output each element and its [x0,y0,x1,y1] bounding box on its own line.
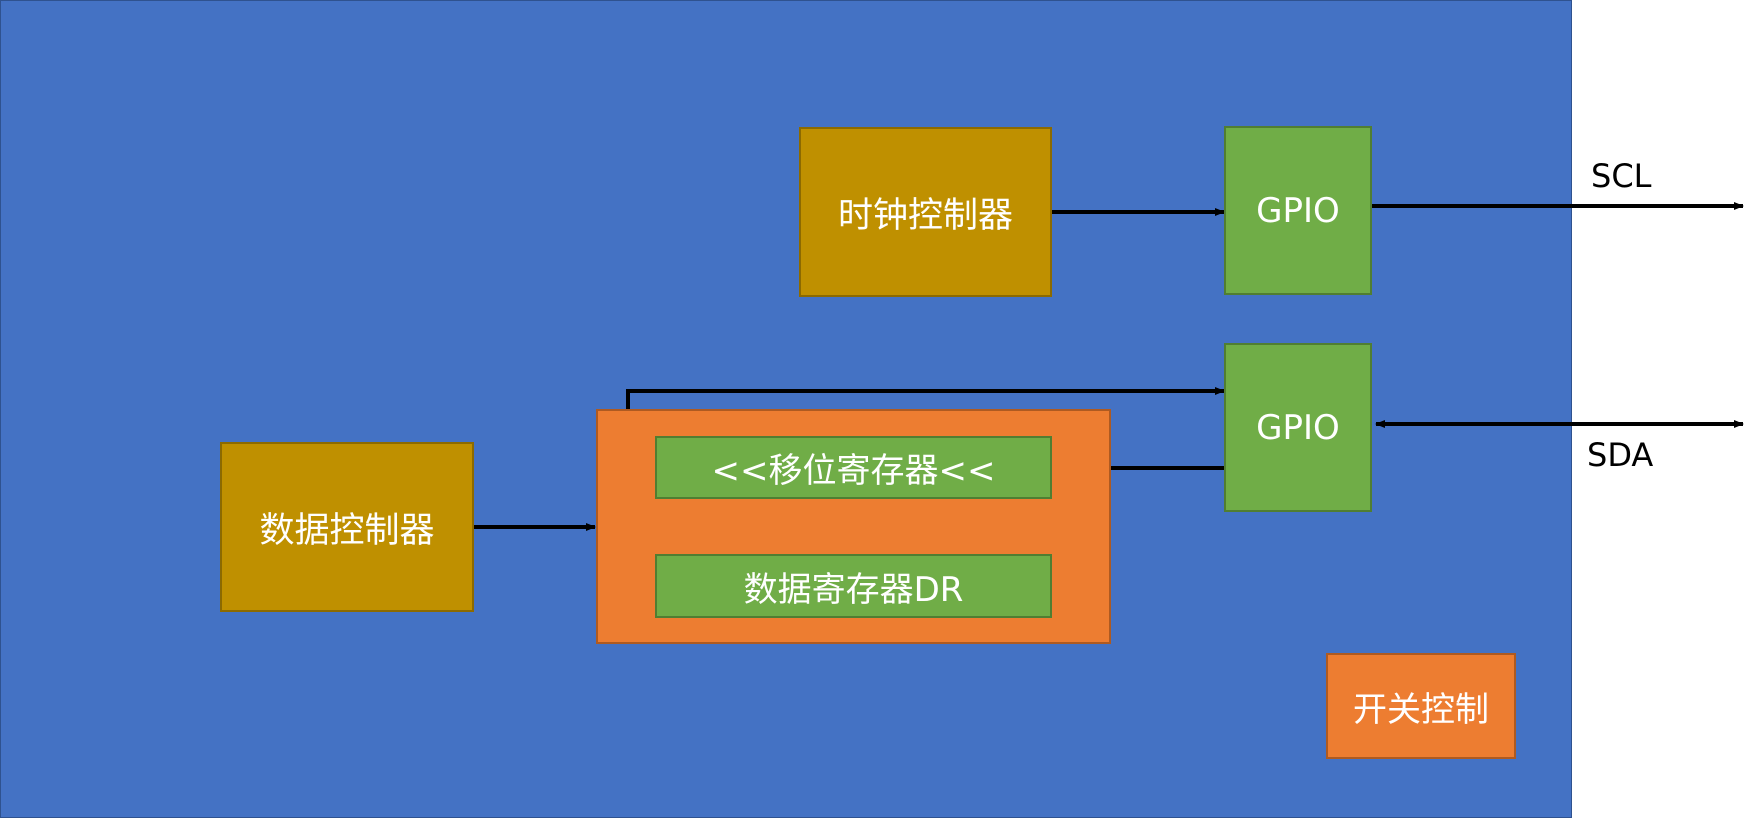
clock-controller-label: 时钟控制器 [837,195,1013,236]
data-controller-block: 数据控制器 [220,442,474,612]
data-register-block: 数据寄存器DR [655,554,1052,618]
gpio-scl-block: GPIO [1224,126,1372,295]
scl-signal-label: SCL [1591,157,1652,195]
data-register-label: 数据寄存器DR [743,569,964,610]
gpio-scl-label: GPIO [1256,190,1340,231]
gpio-sda-label: GPIO [1256,407,1340,448]
shift-register-block: <<移位寄存器<< [655,436,1052,499]
switch-control-block: 开关控制 [1326,653,1516,759]
switch-control-label: 开关控制 [1353,689,1489,730]
sda-signal-label: SDA [1587,436,1654,474]
shift-register-label: <<移位寄存器<< [711,451,996,491]
data-controller-label: 数据控制器 [259,510,435,551]
gpio-sda-block: GPIO [1224,343,1372,512]
clock-controller-block: 时钟控制器 [799,127,1052,297]
